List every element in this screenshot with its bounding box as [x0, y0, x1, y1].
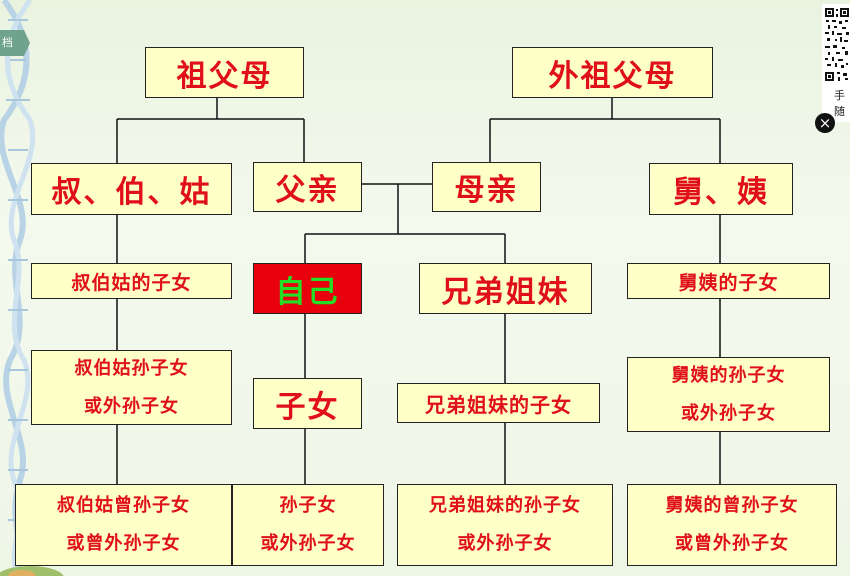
node-label: 舅姨的子女: [678, 271, 779, 294]
node-grandchildren: 孙子女 或外孙子女: [232, 484, 384, 566]
node-line-1: 舅姨的曾孙子女: [665, 495, 799, 516]
node-paternal-uncles-aunts: 叔、伯、姑: [31, 163, 232, 215]
node-line-1: 叔伯姑孙子女: [74, 357, 189, 379]
node-label: 叔伯姑的子女: [71, 271, 192, 294]
node-line-2: 或外孙子女: [84, 395, 179, 417]
node-label: 外祖父母: [548, 58, 677, 94]
node-label: 兄弟姐妹的子女: [425, 392, 572, 417]
node-maternal-cousin-grandchildren: 舅姨的孙子女 或外孙子女: [627, 357, 830, 432]
node-paternal-cousins: 叔伯姑的子女: [31, 263, 232, 299]
node-father: 父亲: [253, 162, 362, 212]
node-siblings-grandchildren: 兄弟姐妹的孙子女 或外孙子女: [397, 484, 613, 566]
node-maternal-cousins: 舅姨的子女: [627, 263, 830, 299]
node-label: 叔、伯、姑: [51, 175, 212, 210]
qr-code-icon: [824, 6, 850, 84]
node-paternal-great-grandchildren: 叔伯姑曾孙子女 或曾外孙子女: [15, 484, 232, 566]
node-siblings: 兄弟姐妹: [419, 263, 592, 314]
node-label: 祖父母: [176, 58, 273, 94]
node-siblings-children: 兄弟姐妹的子女: [397, 383, 600, 423]
qr-caption: 手 随: [834, 88, 845, 120]
node-maternal-great-grandchildren: 舅姨的曾孙子女 或曾外孙子女: [627, 484, 837, 566]
node-grandparents: 祖父母: [145, 47, 304, 98]
node-line-1: 兄弟姐妹的孙子女: [429, 495, 581, 516]
node-line-2: 或外孙子女: [681, 402, 776, 424]
node-label: 舅、姨: [673, 175, 769, 210]
node-paternal-cousin-grandchildren: 叔伯姑孙子女 或外孙子女: [31, 350, 232, 425]
node-mother: 母亲: [432, 162, 541, 212]
node-self: 自己: [253, 263, 362, 314]
corner-decoration: [0, 566, 64, 576]
side-tab[interactable]: 档: [0, 30, 30, 56]
node-label: 子女: [275, 389, 340, 425]
qr-panel: 手 随: [822, 4, 850, 122]
close-icon[interactable]: ×: [815, 113, 835, 133]
node-children: 子女: [253, 378, 362, 429]
node-line-1: 叔伯姑曾孙子女: [57, 495, 190, 516]
node-line-2: 或曾外孙子女: [675, 533, 789, 554]
node-line-2: 或曾外孙子女: [66, 533, 181, 554]
node-line-2: 或外孙子女: [260, 533, 356, 554]
node-line-1: 孙子女: [279, 495, 337, 516]
node-label: 兄弟姐妹: [441, 274, 570, 310]
node-line-2: 或外孙子女: [457, 533, 553, 554]
node-maternal-uncles-aunts: 舅、姨: [649, 163, 793, 215]
node-label: 母亲: [454, 173, 519, 208]
node-label: 父亲: [275, 173, 340, 208]
node-line-1: 舅姨的孙子女: [671, 364, 786, 386]
node-label: 自己: [275, 274, 340, 310]
qr-caption-line-2: 随: [834, 105, 845, 118]
node-maternal-grandparents: 外祖父母: [512, 47, 713, 98]
qr-caption-line-1: 手: [834, 89, 845, 102]
